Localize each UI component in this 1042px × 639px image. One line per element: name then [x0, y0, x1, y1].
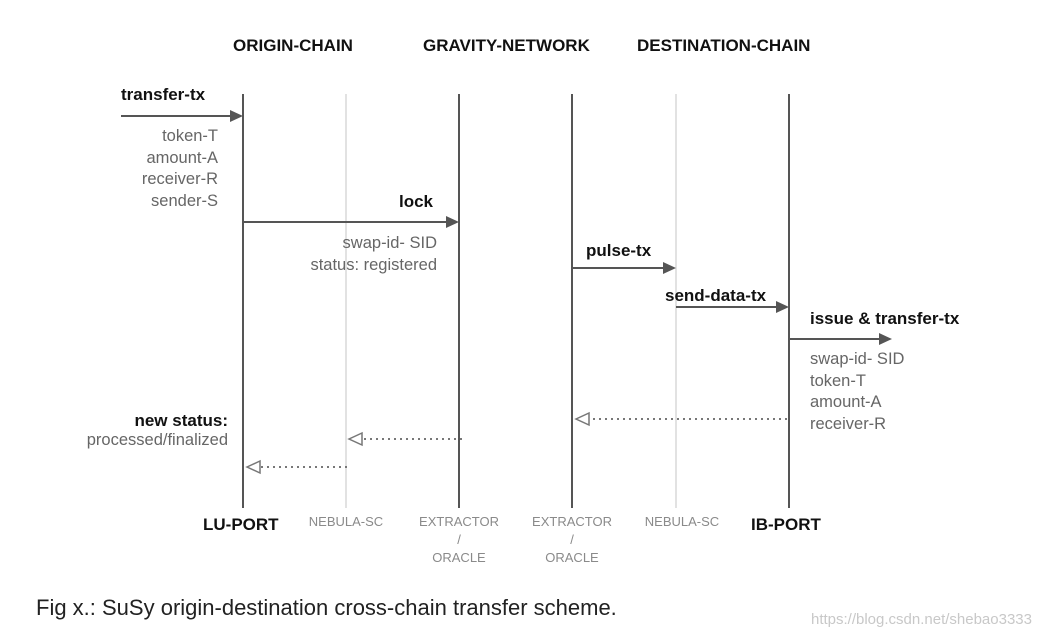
node-ib-port: IB-PORT [751, 515, 821, 534]
detail-swap-id: swap-id- SID [342, 234, 437, 252]
node-lu-port: LU-PORT [203, 515, 279, 534]
dotted-arrow-ib-port-to-extractor [574, 411, 787, 427]
details-lock: swap-id- SID status: registered [310, 233, 437, 276]
label-new-status: new status: [134, 411, 228, 430]
node-extractor-oracle-dest: EXTRACTOR / ORACLE [522, 513, 622, 567]
detail-receiver: receiver-R [141, 170, 218, 188]
label-lock: lock [399, 192, 434, 211]
label-issue-transfer-tx: issue & transfer-tx [810, 309, 960, 328]
header-destination-chain: DESTINATION-CHAIN [637, 36, 811, 55]
node-extractor-text: EXTRACTOR [419, 514, 499, 529]
node-extractor-oracle-origin: EXTRACTOR / ORACLE [409, 513, 509, 567]
details-transfer-tx: token-T amount-A receiver-R sender-S [142, 126, 218, 212]
node-slash-text: / [570, 532, 574, 547]
detail-token: token-T [162, 127, 218, 145]
arrow-pulse-tx [572, 262, 676, 274]
detail-amount: amount-A [810, 393, 882, 411]
node-slash-text: / [457, 532, 461, 547]
node-oracle-text: ORACLE [545, 550, 599, 565]
detail-amount: amount-A [146, 148, 218, 167]
node-oracle-text: ORACLE [432, 550, 486, 565]
detail-sender: sender-S [151, 191, 218, 210]
detail-status: status: registered [310, 255, 437, 274]
node-extractor-text: EXTRACTOR [532, 514, 612, 529]
header-gravity-network: GRAVITY-NETWORK [423, 36, 590, 55]
detail-token: token-T [810, 371, 866, 390]
detail-swap-id: swap-id- SID [810, 350, 905, 368]
arrow-transfer-tx [121, 110, 243, 122]
detail-receiver: receiver-R [810, 414, 887, 433]
header-origin-chain: ORIGIN-CHAIN [233, 36, 353, 55]
dotted-arrow-nebula-to-lu-port [245, 459, 347, 475]
arrow-issue-transfer-tx [789, 333, 892, 345]
arrow-send-data-tx [676, 301, 789, 313]
figure-caption: Fig x.: SuSy origin-destination cross-ch… [36, 595, 617, 620]
dotted-arrow-extractor-to-nebula [347, 431, 462, 447]
label-transfer-tx: transfer-tx [121, 85, 206, 104]
detail-processed-finalized: processed/finalized [86, 431, 228, 449]
watermark: https://blog.csdn.net/shebao3333 [810, 611, 1032, 628]
arrow-lock [243, 216, 459, 228]
label-pulse-tx: pulse-tx [586, 241, 652, 260]
node-nebula-sc-dest: NEBULA-SC [644, 514, 720, 529]
label-send-data-tx: send-data-tx [665, 286, 767, 305]
node-nebula-sc-origin: NEBULA-SC [308, 514, 384, 529]
details-issue-transfer-tx: swap-id- SID token-T amount-A receiver-R [810, 349, 904, 435]
